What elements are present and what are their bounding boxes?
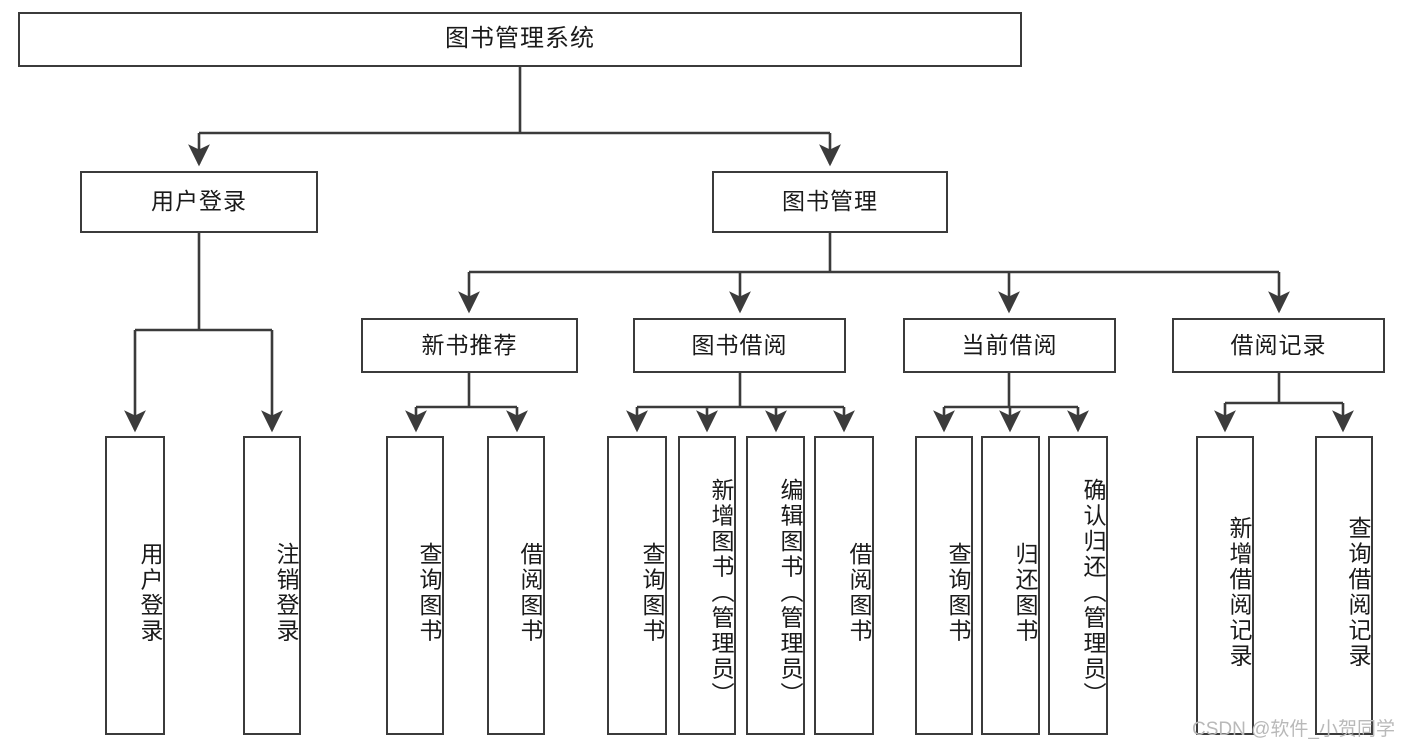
csdn-watermark: CSDN @软件_小贺同学 bbox=[1192, 714, 1395, 741]
node-leaf-logout-label: 注销登录 bbox=[273, 541, 299, 644]
csdn-watermark-text: CSDN @软件_小贺同学 bbox=[1192, 719, 1395, 740]
node-new-book-rec-label: 新书推荐 bbox=[421, 331, 518, 358]
node-borrow-record[interactable]: 借阅记录 bbox=[1172, 318, 1385, 373]
node-leaf-borrow-book-bor[interactable]: 借阅图书 bbox=[814, 436, 874, 735]
node-leaf-logout[interactable]: 注销登录 bbox=[243, 436, 301, 735]
node-leaf-edit-book-label: 编辑图书（管理员） bbox=[777, 477, 803, 708]
node-leaf-return-book-label: 归还图书 bbox=[1012, 541, 1038, 644]
node-leaf-return-book[interactable]: 归还图书 bbox=[981, 436, 1040, 735]
node-leaf-borrow-book-bor-label: 借阅图书 bbox=[846, 541, 872, 644]
node-leaf-query-record-label: 查询借阅记录 bbox=[1345, 516, 1371, 669]
node-root[interactable]: 图书管理系统 bbox=[18, 12, 1022, 67]
node-leaf-add-record-label: 新增借阅记录 bbox=[1226, 516, 1252, 669]
node-leaf-add-book-label: 新增图书（管理员） bbox=[708, 477, 734, 708]
node-root-label: 图书管理系统 bbox=[445, 25, 595, 53]
node-current-borrow-label: 当前借阅 bbox=[961, 331, 1058, 358]
node-leaf-user-login[interactable]: 用户登录 bbox=[105, 436, 165, 735]
node-leaf-edit-book[interactable]: 编辑图书（管理员） bbox=[746, 436, 805, 735]
node-leaf-borrow-book-rec[interactable]: 借阅图书 bbox=[487, 436, 545, 735]
node-leaf-query-book-cur-label: 查询图书 bbox=[945, 541, 971, 644]
node-book-manage-label: 图书管理 bbox=[782, 188, 878, 215]
node-leaf-query-book-rec-label: 查询图书 bbox=[416, 541, 442, 644]
node-book-manage[interactable]: 图书管理 bbox=[712, 171, 948, 233]
node-book-borrow-label: 图书借阅 bbox=[691, 331, 788, 358]
node-leaf-add-record[interactable]: 新增借阅记录 bbox=[1196, 436, 1254, 735]
node-leaf-confirm-return-label: 确认归还（管理员） bbox=[1080, 477, 1106, 708]
node-leaf-user-login-label: 用户登录 bbox=[137, 541, 163, 644]
node-leaf-confirm-return[interactable]: 确认归还（管理员） bbox=[1048, 436, 1108, 735]
node-leaf-borrow-book-rec-label: 借阅图书 bbox=[517, 541, 543, 644]
node-book-borrow[interactable]: 图书借阅 bbox=[633, 318, 846, 373]
node-leaf-query-book-bor[interactable]: 查询图书 bbox=[607, 436, 667, 735]
node-leaf-query-book-rec[interactable]: 查询图书 bbox=[386, 436, 444, 735]
node-leaf-query-book-bor-label: 查询图书 bbox=[639, 541, 665, 644]
node-leaf-query-record[interactable]: 查询借阅记录 bbox=[1315, 436, 1373, 735]
node-leaf-query-book-cur[interactable]: 查询图书 bbox=[915, 436, 973, 735]
node-new-book-rec[interactable]: 新书推荐 bbox=[361, 318, 578, 373]
node-current-borrow[interactable]: 当前借阅 bbox=[903, 318, 1116, 373]
node-leaf-add-book[interactable]: 新增图书（管理员） bbox=[678, 436, 736, 735]
node-borrow-record-label: 借阅记录 bbox=[1230, 331, 1327, 358]
node-user-login[interactable]: 用户登录 bbox=[80, 171, 318, 233]
node-user-login-label: 用户登录 bbox=[151, 188, 247, 215]
